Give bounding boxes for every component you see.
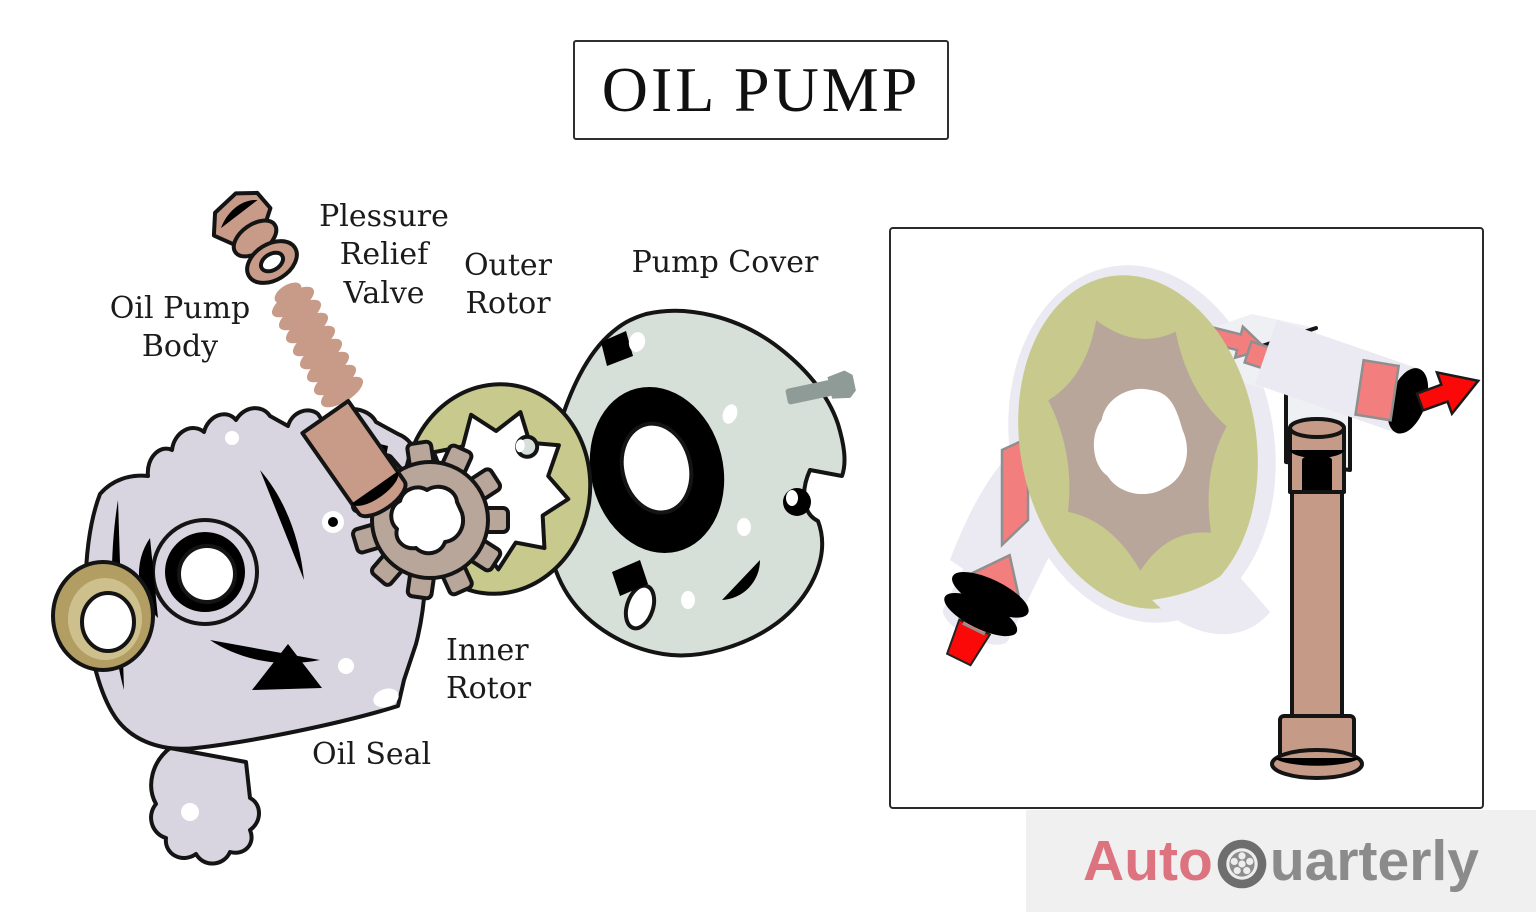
relief-valve-spring [271,282,364,408]
housing-tab [1152,568,1270,635]
cover-bolt-drawing [785,370,856,405]
label-oil-pump-body: Oil Pump Body [109,291,251,365]
label-oil-seal: Oil Seal [312,737,432,772]
inlet-tube-drawing [942,496,1064,667]
assembled-view [889,227,1484,809]
tire-wheel-q-icon [1217,839,1267,889]
label-pump-cover: Pump Cover [631,245,819,280]
outlet-pipe [1254,319,1429,434]
outlet-duct-drawing [1198,314,1481,434]
outlet-flow-arrow-strong-icon [1415,370,1481,417]
relief-valve-plunger [300,398,408,519]
brand-quarterly: uarterly [1269,829,1479,893]
title-box: OIL PUMP [573,40,949,140]
exploded-view [51,190,856,866]
pump-cover-drawing [543,308,847,658]
brand-auto: Auto [1083,829,1213,893]
label-outer-rotor: Outer Rotor [463,248,553,322]
label-pressure-relief-valve: Plessure Relief Valve [319,199,449,311]
mounting-bolt-drawing [1270,417,1364,780]
oil-seal-drawing [51,560,155,672]
label-inner-rotor: Inner Rotor [446,633,532,707]
pipe-flow-arrow-icon [1354,358,1401,422]
rotor-assembly-drawing [1018,275,1258,609]
pressure-relief-valve-drawing [211,190,408,519]
watermark-strip: Auto uarterly [1026,810,1536,912]
relief-valve-washer [245,239,299,285]
page-title: OIL PUMP [601,54,921,125]
